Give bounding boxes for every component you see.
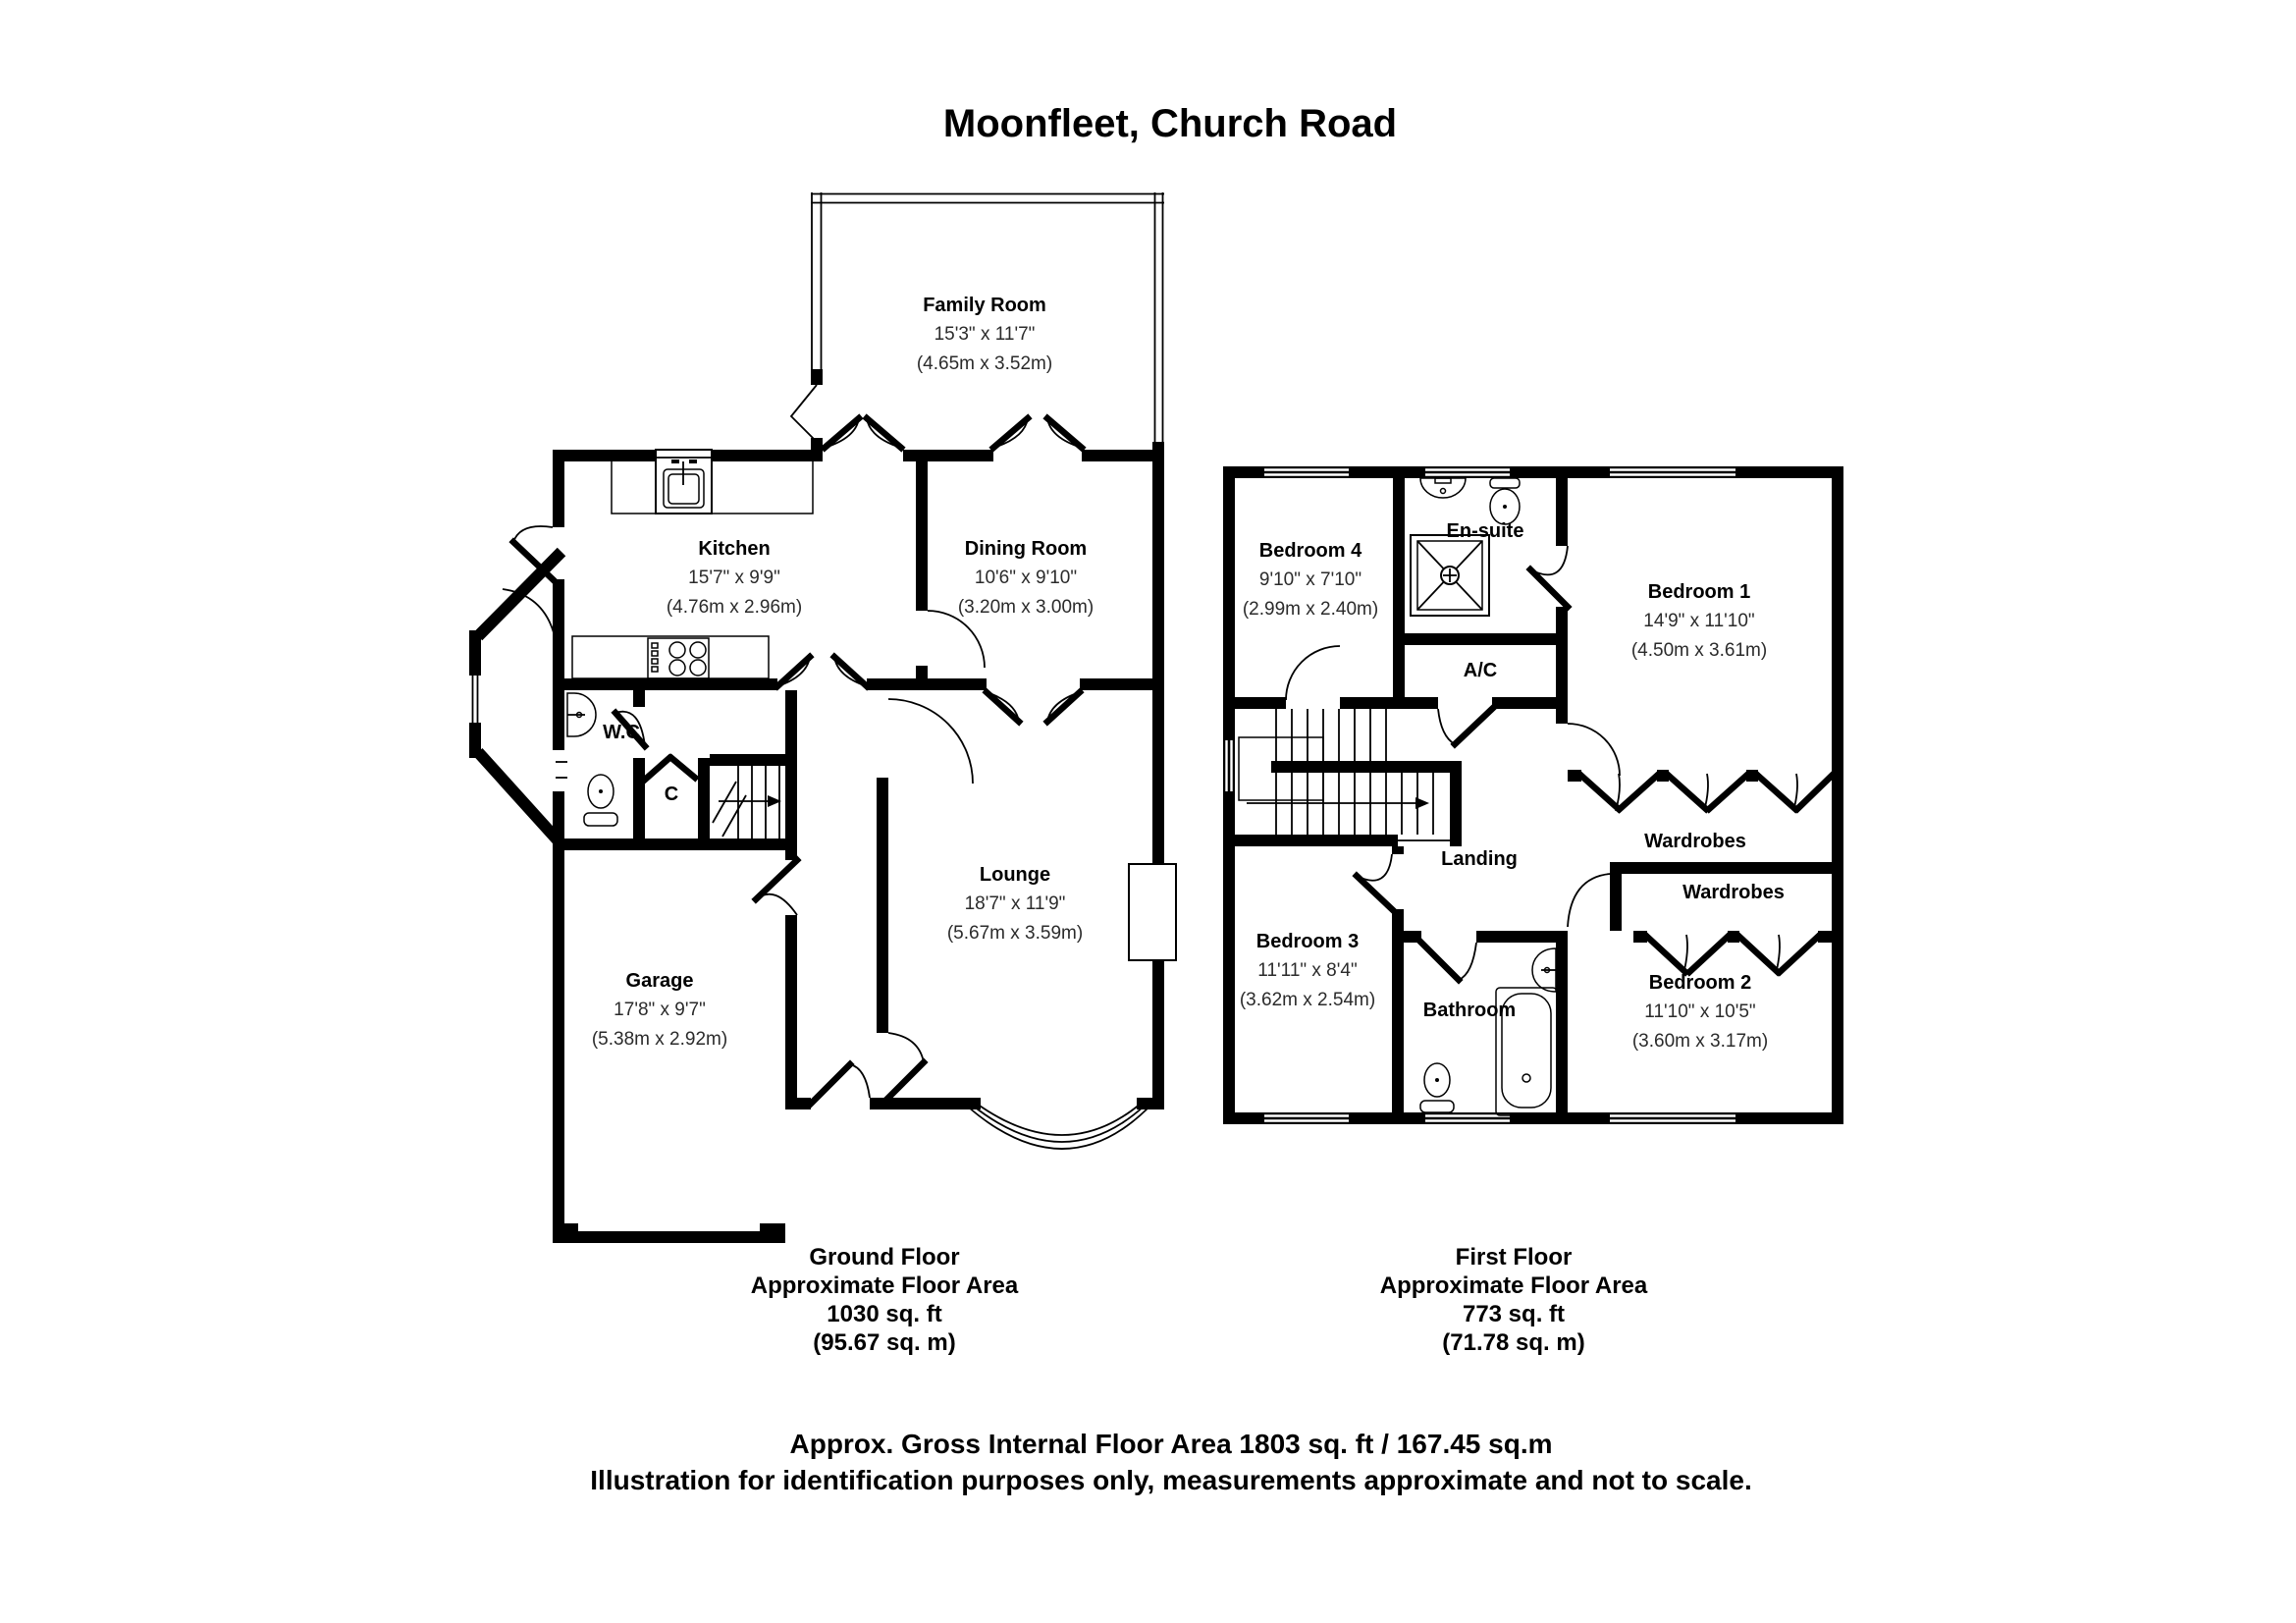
room-label-wc: W.C <box>603 718 640 747</box>
room-name: Dining Room <box>964 538 1088 560</box>
toilet-icon <box>1489 477 1521 525</box>
footer-disclaimer-text: Illustration for identification purposes… <box>590 1465 1752 1495</box>
caption-area-label: Approximate Floor Area <box>1379 1272 1648 1299</box>
room-name: Bedroom 2 <box>1648 972 1752 994</box>
room-name: Bedroom 3 <box>1255 931 1360 952</box>
bathroom-door <box>1458 942 1477 981</box>
room-label-bedroom-4: Bedroom 4 9'10" x 7'10" (2.99m x 2.40m) <box>1243 536 1378 624</box>
caption-area-sqft: 773 sq. ft <box>1462 1301 1566 1327</box>
sink-icon <box>1531 947 1557 993</box>
room-name: C <box>664 784 679 805</box>
doors <box>1285 545 1621 985</box>
bath-icon <box>1495 987 1558 1116</box>
room-dims-metric: (4.50m x 3.61m) <box>1630 640 1768 661</box>
room-dims-metric: (2.99m x 2.40m) <box>1242 599 1379 620</box>
room-label-garage: Garage 17'8" x 9'7" (5.38m x 2.92m) <box>592 966 727 1055</box>
bedroom3-door <box>1356 853 1393 882</box>
room-dims-imperial: 9'10" x 7'10" <box>1258 569 1362 590</box>
porch-walls <box>473 547 566 848</box>
room-name: Wardrobes <box>1644 831 1746 852</box>
ground-floor-caption: Ground Floor Approximate Floor Area 1030… <box>751 1243 1019 1357</box>
caption-area-sqm: (71.78 sq. m) <box>1442 1329 1585 1356</box>
caption-area-sqm: (95.67 sq. m) <box>813 1329 956 1356</box>
footer-disclaimer: Approx. Gross Internal Floor Area 1803 s… <box>590 1426 1751 1498</box>
wardrobes-bifold-1 <box>1568 770 1837 814</box>
room-dims-imperial: 10'6" x 9'10" <box>974 568 1078 588</box>
bay-window <box>968 1103 1149 1150</box>
room-name: En-suite <box>1446 520 1524 542</box>
stairs-icon <box>712 766 781 839</box>
ground-floor-plan <box>469 192 1177 1243</box>
room-label-bathroom: Bathroom <box>1423 996 1516 1025</box>
room-name: Bedroom 4 <box>1258 540 1362 562</box>
room-dims-imperial: 17'8" x 9'7" <box>614 1000 706 1020</box>
room-label-wardrobes-2: Wardrobes <box>1682 878 1785 907</box>
caption-area-sqft: 1030 sq. ft <box>827 1301 942 1327</box>
stairs-icon <box>1238 709 1434 835</box>
room-dims-metric: (5.67m x 3.59m) <box>946 923 1084 944</box>
footer-total-area: Approx. Gross Internal Floor Area 1803 s… <box>789 1429 1553 1459</box>
room-dims-imperial: 14'9" x 11'10" <box>1643 611 1755 631</box>
room-name: Landing <box>1441 848 1518 870</box>
toilet-icon <box>1419 1062 1455 1113</box>
caption-floor-name: First Floor <box>1455 1244 1573 1271</box>
hob-icon <box>647 637 710 679</box>
ac-door <box>1437 708 1456 745</box>
room-dims-imperial: 15'3" x 11'7" <box>934 324 1036 345</box>
sink-icon <box>1419 477 1467 499</box>
room-dims-metric: (4.65m x 3.52m) <box>916 353 1053 374</box>
bedroom1-door <box>1567 723 1621 777</box>
page-title: Moonfleet, Church Road <box>942 102 1398 145</box>
room-name: Lounge <box>979 864 1051 886</box>
windows <box>1225 468 1735 1122</box>
room-label-wardrobes-1: Wardrobes <box>1644 827 1746 856</box>
walls-inner <box>1223 466 1832 1124</box>
room-label-lounge: Lounge 18'7" x 11'9" (5.67m x 3.59m) <box>947 860 1083 948</box>
room-dims-imperial: 18'7" x 11'9" <box>964 893 1066 914</box>
wardrobes-bifold-2 <box>1633 931 1832 977</box>
room-label-family-room: Family Room 15'3" x 11'7" (4.65m x 3.52m… <box>917 291 1052 379</box>
room-name: Garage <box>625 970 694 992</box>
room-dims-imperial: 11'10" x 10'5" <box>1644 1001 1756 1022</box>
room-name: Bathroom <box>1422 1000 1517 1021</box>
caption-floor-name: Ground Floor <box>809 1244 960 1271</box>
room-label-bedroom-2: Bedroom 2 11'10" x 10'5" (3.60m x 3.17m) <box>1632 968 1768 1056</box>
toilet-icon <box>583 774 618 827</box>
room-dims-imperial: 15'7" x 9'9" <box>688 568 780 588</box>
room-dims-metric: (3.62m x 2.54m) <box>1239 990 1376 1010</box>
room-label-en-suite: En-suite <box>1447 516 1524 546</box>
bedroom4-door <box>1285 645 1341 701</box>
shower-icon <box>1410 534 1490 617</box>
room-dims-metric: (5.38m x 2.92m) <box>591 1029 728 1050</box>
doors <box>502 413 1087 1109</box>
room-dims-metric: (3.60m x 3.17m) <box>1631 1031 1769 1052</box>
room-dims-metric: (4.76m x 2.96m) <box>666 597 803 618</box>
room-label-cupboard: C <box>665 780 678 809</box>
caption-area-label: Approximate Floor Area <box>750 1272 1019 1299</box>
room-label-ac: A/C <box>1464 656 1497 685</box>
room-name: Bedroom 1 <box>1647 581 1751 603</box>
room-label-dining-room: Dining Room 10'6" x 9'10" (3.20m x 3.00m… <box>958 534 1094 622</box>
patio-door-open <box>789 384 818 443</box>
room-label-landing: Landing <box>1441 844 1518 874</box>
bedroom2-door <box>1567 873 1611 928</box>
room-label-kitchen: Kitchen 15'7" x 9'9" (4.76m x 2.96m) <box>667 534 802 622</box>
room-name: Family Room <box>923 295 1046 316</box>
room-dims-metric: (3.20m x 3.00m) <box>957 597 1095 618</box>
first-floor-caption: First Floor Approximate Floor Area 773 s… <box>1380 1243 1648 1357</box>
kitchen-sink-icon <box>655 449 713 514</box>
first-floor-plan <box>1223 466 1843 1124</box>
room-name: Wardrobes <box>1682 882 1785 903</box>
room-label-bedroom-1: Bedroom 1 14'9" x 11'10" (4.50m x 3.61m) <box>1631 577 1767 666</box>
room-label-bedroom-3: Bedroom 3 11'11" x 8'4" (3.62m x 2.54m) <box>1240 927 1375 1015</box>
fireplace <box>1128 863 1177 961</box>
ensuite-door <box>1529 545 1569 576</box>
room-dims-imperial: 11'11" x 8'4" <box>1257 960 1358 981</box>
room-name: W.C <box>603 722 640 743</box>
room-name: A/C <box>1463 660 1498 681</box>
room-name: Kitchen <box>698 538 771 560</box>
sink-icon <box>566 692 597 737</box>
